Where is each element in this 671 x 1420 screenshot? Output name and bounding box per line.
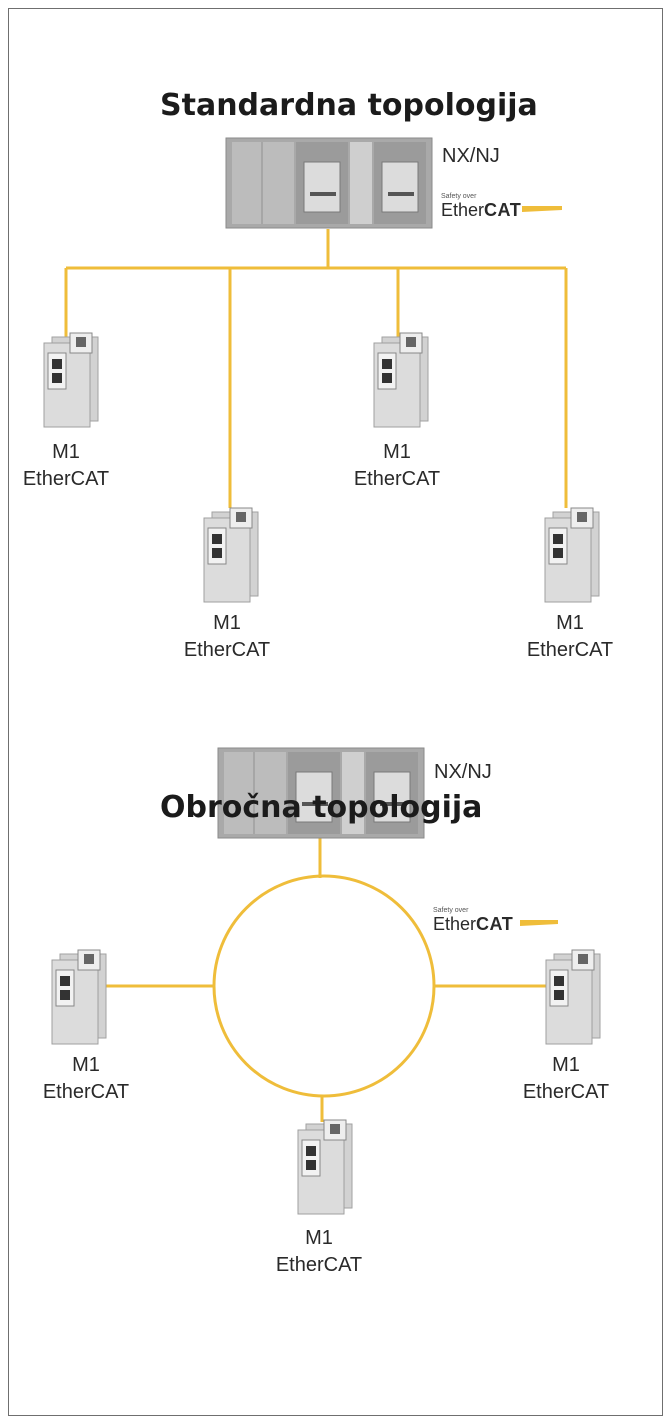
node-protocol: EtherCAT: [275, 1254, 363, 1276]
node-name: M1: [52, 441, 80, 463]
ethercat-logo: Safety over EtherCAT: [441, 193, 521, 221]
node-name: M1: [552, 1054, 580, 1076]
node-label: M1 EtherCAT: [327, 439, 467, 493]
node-name: M1: [556, 612, 584, 634]
node-protocol: EtherCAT: [42, 1081, 130, 1103]
ethercat-logo-small: Safety over: [433, 907, 469, 914]
node-label: M1 EtherCAT: [500, 610, 640, 664]
ethercat-logo-small: Safety over: [441, 193, 477, 200]
ethercat-slave-icon: [297, 1119, 353, 1215]
node-label: M1 EtherCAT: [16, 1052, 156, 1106]
node-name: M1: [72, 1054, 100, 1076]
node-protocol: EtherCAT: [22, 468, 110, 490]
ring-topology-title: Obročna topologija: [160, 790, 483, 825]
ethercat-logo-mark: [520, 206, 562, 926]
ring-topology-lines: [98, 838, 546, 1122]
ethercat-slave-icon: [51, 949, 107, 1045]
controller-image-standard: [225, 137, 433, 229]
standard-topology-lines: [64, 229, 568, 508]
ethercat-slave-icon: [43, 332, 99, 428]
node-protocol: EtherCAT: [526, 639, 614, 661]
node-name: M1: [213, 612, 241, 634]
ethercat-logo-ether: Ether: [441, 200, 485, 220]
ethercat-slave-icon: [545, 949, 601, 1045]
ethercat-logo-cat: CAT: [476, 914, 514, 934]
node-label: M1 EtherCAT: [496, 1052, 636, 1106]
diagram-frame: [8, 8, 663, 1416]
node-protocol: EtherCAT: [353, 468, 441, 490]
node-name: M1: [383, 441, 411, 463]
controller-label: NX/NJ: [442, 145, 500, 167]
node-protocol: EtherCAT: [522, 1081, 610, 1103]
ethercat-slave-icon: [203, 507, 259, 603]
node-label: M1 EtherCAT: [249, 1225, 389, 1279]
ethercat-slave-icon: [544, 507, 600, 603]
node-label: M1 EtherCAT: [157, 610, 297, 664]
ethercat-logo-ether: Ether: [433, 914, 477, 934]
ethercat-logo: Safety over EtherCAT: [433, 907, 513, 935]
node-protocol: EtherCAT: [183, 639, 271, 661]
ethercat-logo-cat: CAT: [484, 200, 522, 220]
controller-label: NX/NJ: [434, 761, 492, 783]
ethercat-slave-icon: [373, 332, 429, 428]
standard-topology-title: Standardna topologija: [160, 88, 538, 123]
node-name: M1: [305, 1227, 333, 1249]
node-label: M1 EtherCAT: [0, 439, 136, 493]
